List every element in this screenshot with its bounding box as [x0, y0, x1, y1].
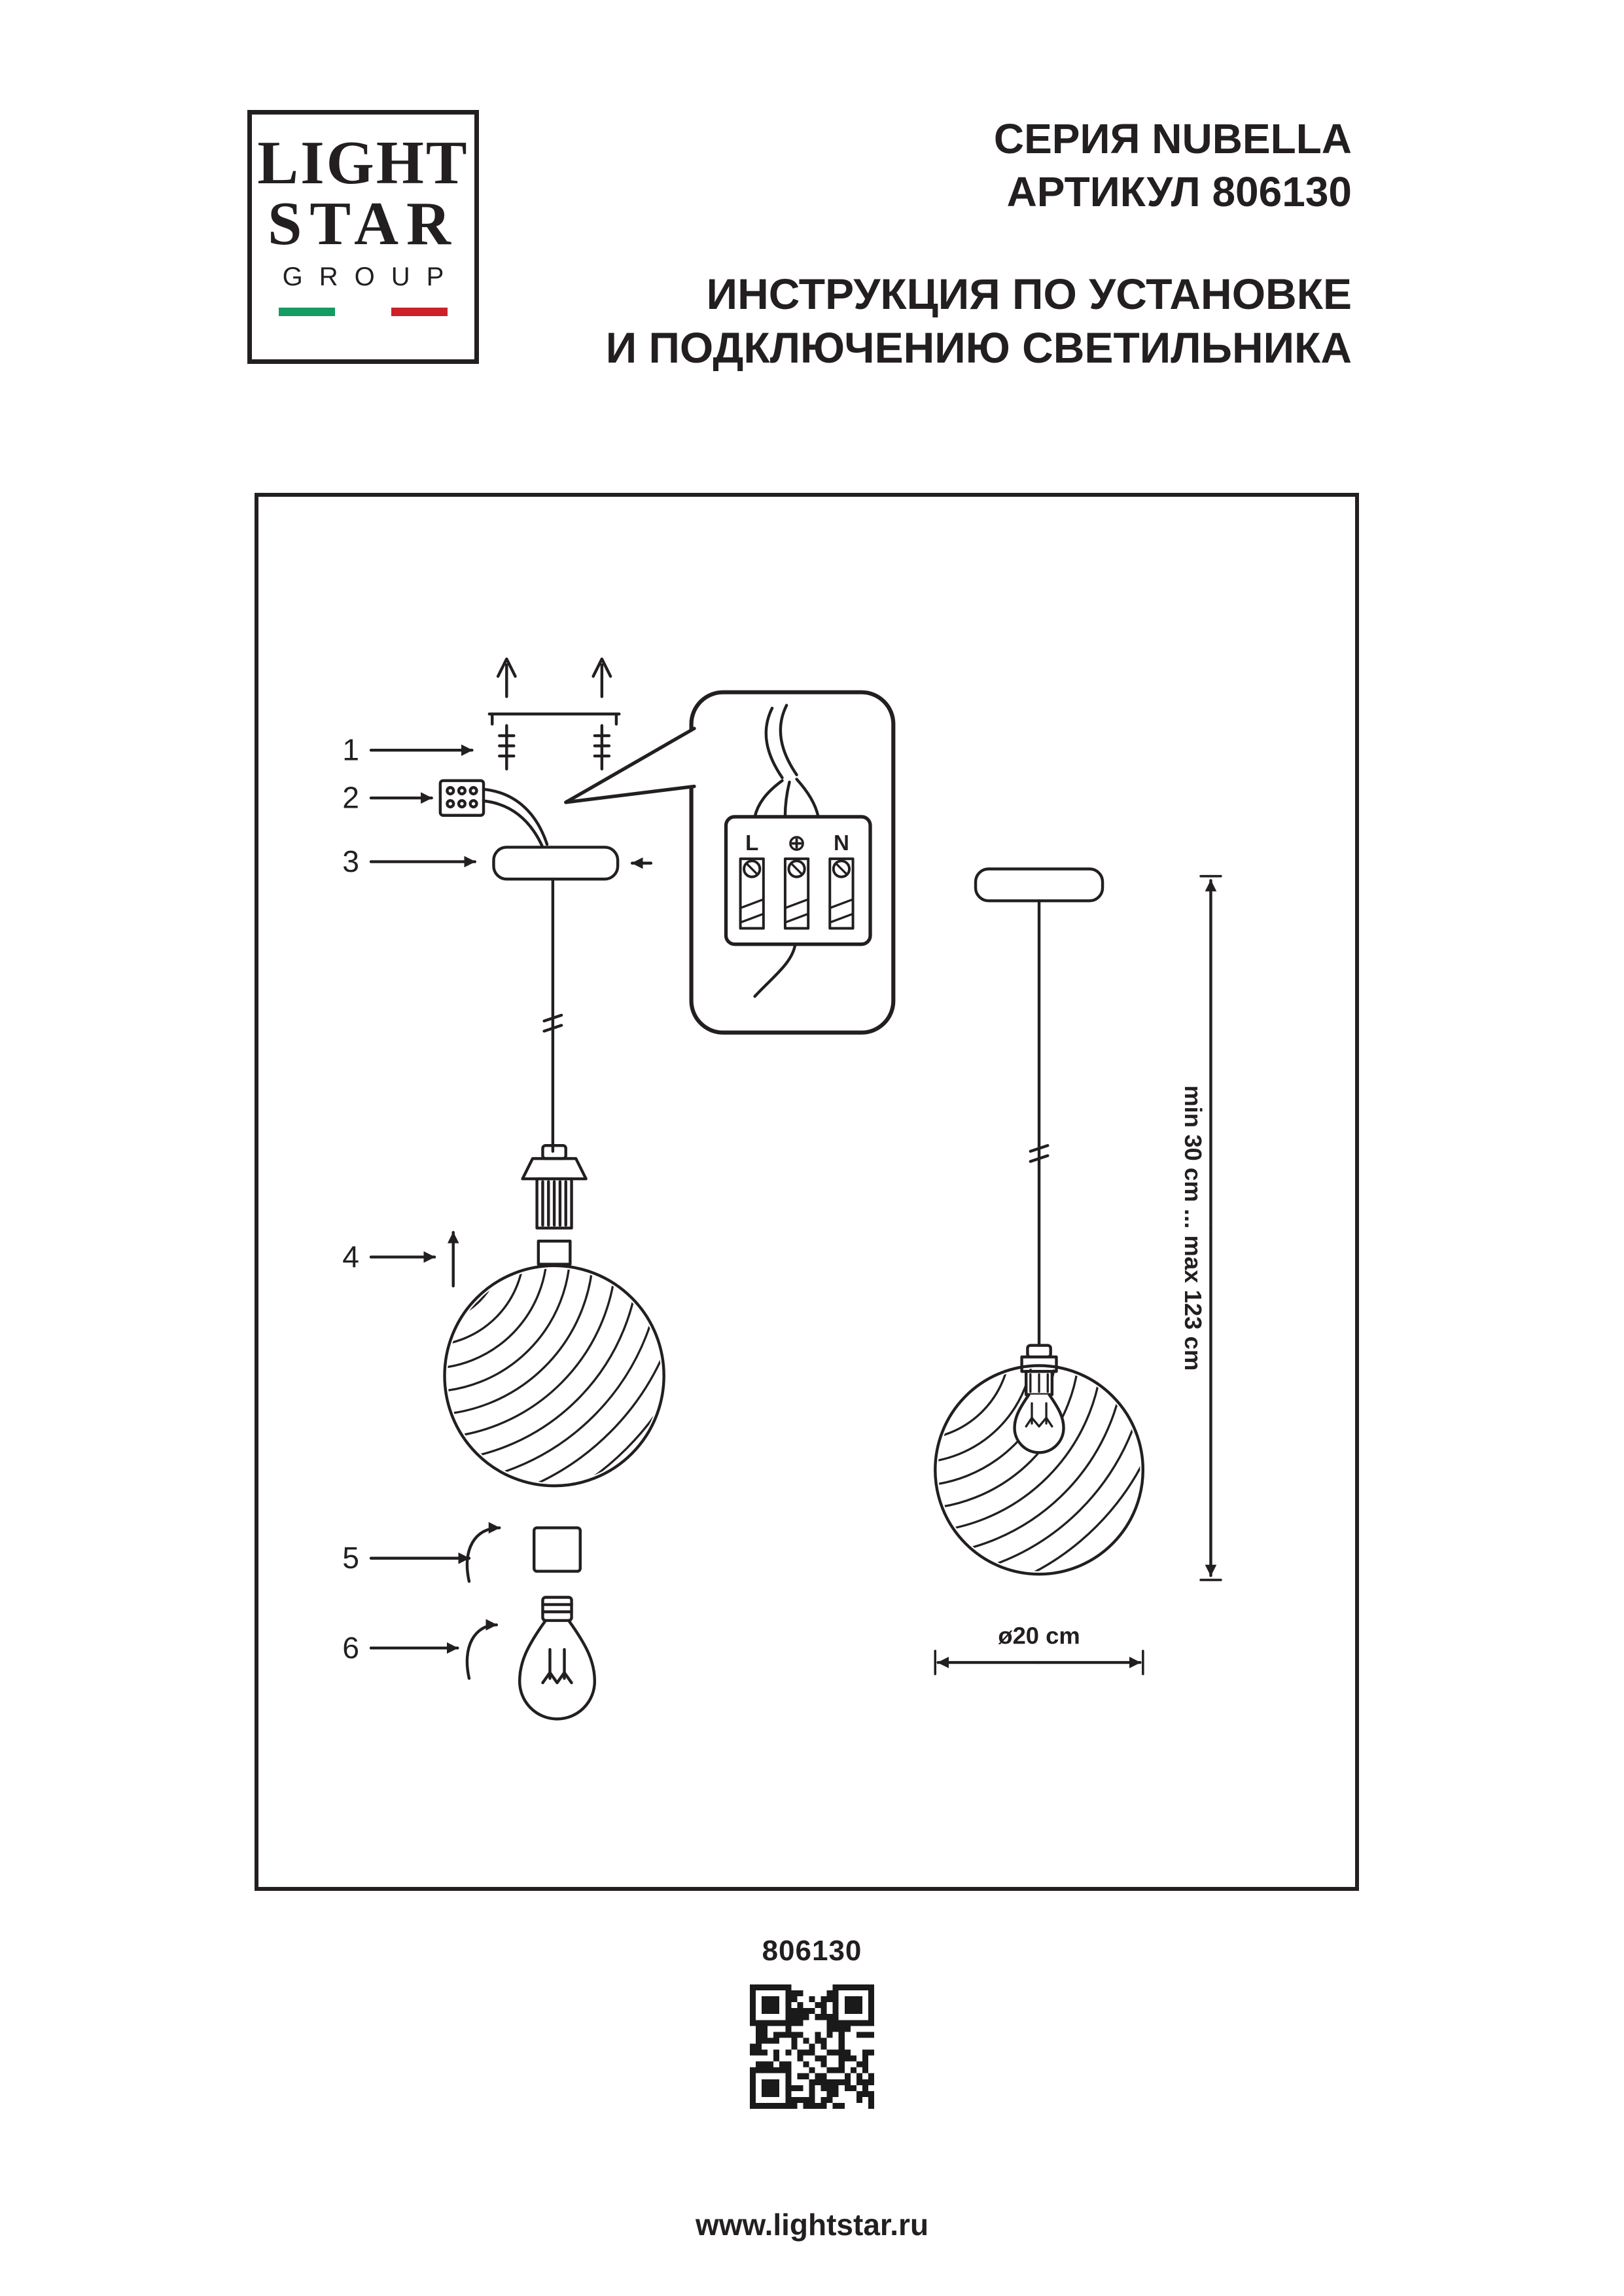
wiring-callout — [564, 690, 896, 1035]
step-label-3: 3 — [342, 844, 359, 878]
terminal-label-n: N — [834, 831, 849, 855]
wall-anchors — [496, 657, 612, 698]
flag-white-segment — [335, 308, 391, 317]
retaining-ring — [532, 1526, 582, 1573]
flag-green-segment — [279, 308, 335, 317]
step-arrows — [369, 744, 476, 1654]
step-label-2: 2 — [342, 781, 359, 815]
diagram-texts: 1 2 3 4 5 6 L ⊕ N min 30 cm ... max 123 … — [342, 733, 1206, 1665]
swirl-pattern-left — [447, 1268, 662, 1483]
glass-shade-left — [443, 1240, 665, 1488]
installation-diagram: 1 2 3 4 5 6 L ⊕ N min 30 cm ... max 123 … — [342, 657, 1222, 1721]
ceiling-canopy-left — [492, 846, 620, 881]
suspension-cable-left — [542, 877, 563, 1153]
series-title: СЕРИЯ NUBELLA — [993, 115, 1352, 162]
glass-shade-right — [934, 1364, 1145, 1576]
swirl-pattern-right — [938, 1368, 1140, 1571]
terminal-detail — [724, 815, 872, 946]
article-number: АРТИКУЛ 806130 — [1006, 168, 1352, 215]
footer-article-number: 806130 — [762, 1935, 862, 1967]
bulb-inside-shade — [1013, 1370, 1065, 1454]
rotate-arrow-bulb — [465, 1619, 499, 1680]
height-dimension-label: min 30 cm ... max 123 cm — [1180, 1085, 1207, 1371]
mounting-bracket — [487, 712, 621, 726]
step-label-6: 6 — [342, 1630, 359, 1664]
suspension-cable-right — [1029, 899, 1050, 1347]
instruction-title-line2: И ПОДКЛЮЧЕНИЮ СВЕТИЛЬНИКА — [605, 323, 1352, 372]
italian-flag-bar — [279, 308, 448, 317]
callout-cable — [764, 704, 798, 780]
ceiling-canopy-right — [974, 867, 1104, 903]
website-url: www.lightstar.ru — [695, 2208, 929, 2242]
rotate-arrow-ring — [465, 1522, 501, 1583]
instruction-title: ИНСТРУКЦИЯ ПО УСТАНОВКЕ И ПОДКЛЮЧЕНИЮ СВ… — [606, 268, 1352, 375]
light-bulb — [518, 1596, 597, 1721]
terminal-label-earth: ⊕ — [788, 831, 806, 855]
logo-star-text: STAR — [268, 190, 459, 259]
wires-to-canopy — [482, 787, 549, 849]
mounting-screws — [498, 724, 611, 771]
diagram-frame: 1 2 3 4 5 6 L ⊕ N min 30 cm ... max 123 … — [255, 493, 1359, 1891]
flag-red-segment — [391, 308, 448, 317]
callout-exit-wire — [753, 942, 797, 998]
callout-wire-fan — [753, 778, 820, 819]
instruction-title-line1: ИНСТРУКЦИЯ ПО УСТАНОВКЕ — [706, 270, 1352, 319]
lightstar-logo: LIGHT STAR GROUP — [247, 110, 479, 364]
header-block: СЕРИЯ NUBELLA АРТИКУЛ 806130 ИНСТРУКЦИЯ … — [606, 113, 1352, 375]
terminal-block-small — [438, 779, 485, 817]
qr-code — [750, 1984, 874, 2109]
assembled-lamp — [934, 867, 1145, 1576]
logo-light-text: LIGHT — [257, 129, 469, 197]
step-label-5: 5 — [342, 1541, 359, 1575]
diameter-dimension-label: ø20 cm — [998, 1622, 1080, 1649]
step-label-4: 4 — [342, 1240, 359, 1274]
height-dimension — [1199, 874, 1222, 1581]
terminal-label-l: L — [745, 831, 758, 855]
diameter-dimension — [934, 1649, 1144, 1676]
logo-group-text: GROUP — [282, 262, 461, 292]
lamp-holder — [521, 1143, 588, 1230]
step-label-1: 1 — [342, 733, 359, 767]
